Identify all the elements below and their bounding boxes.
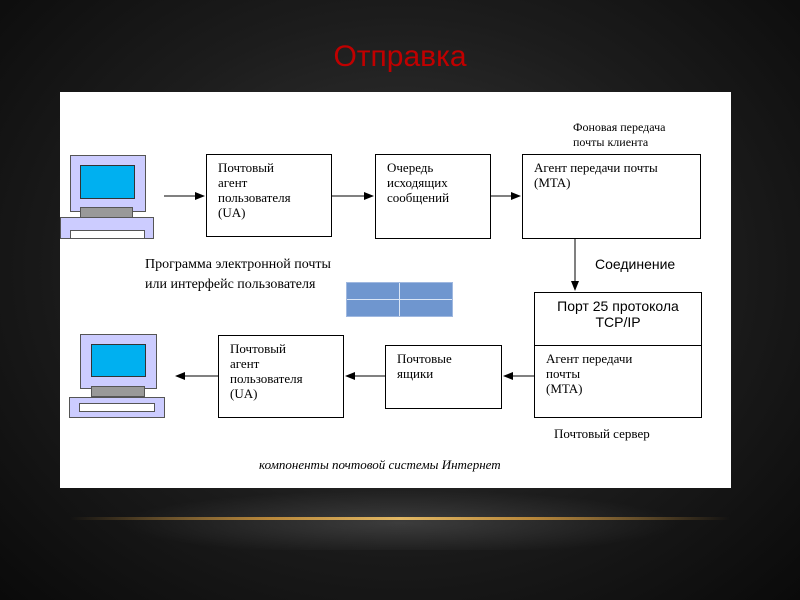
label-line: Программа электронной почты <box>145 257 331 272</box>
box-line: (UA) <box>218 205 246 220</box>
diagram-caption: компоненты почтовой системы Интернет <box>259 457 501 472</box>
box-line: Порт 25 протокола <box>557 298 679 314</box>
box-line: пользователя <box>230 371 303 386</box>
connection-label: Соединение <box>595 256 676 272</box>
box-line: Почтовый <box>218 160 274 175</box>
box-line: ящики <box>397 366 434 381</box>
server-mta-box: Агент передачи почты (MTA) <box>534 345 702 418</box>
bottom-glow <box>120 490 680 550</box>
box-line: агент <box>218 175 248 190</box>
program-label: Программа электронной почты или интерфей… <box>145 255 331 295</box>
outgoing-queue-box: Очередь исходящих сообщений <box>375 154 491 239</box>
arrows-layer <box>164 192 579 380</box>
receiver-user-agent-box: Почтовый агент пользователя (UA) <box>218 335 344 418</box>
sender-user-agent-box: Почтовый агент пользователя (UA) <box>206 154 332 237</box>
mailboxes-box: Почтовые ящики <box>385 345 502 409</box>
mail-server-label: Почтовый сервер <box>554 426 650 441</box>
box-line: почты <box>546 366 581 381</box>
slide-title: Отправка <box>333 40 467 73</box>
box-line: исходящих <box>387 175 448 190</box>
diagram-panel: Почтовый агент пользователя (UA) Очередь… <box>60 92 731 488</box>
label-line: Фоновая передача <box>573 120 666 134</box>
box-line: Почтовый <box>230 341 286 356</box>
bottom-glow-line <box>70 517 730 520</box>
box-line: Агент передачи <box>546 351 633 366</box>
box-line: (UA) <box>230 386 258 401</box>
box-line: Очередь <box>387 160 434 175</box>
label-line: почты клиента <box>573 135 649 149</box>
box-line: сообщений <box>387 190 450 205</box>
box-line: пользователя <box>218 190 291 205</box>
box-line: Почтовые <box>397 351 452 366</box>
label-line: или интерфейс пользователя <box>145 277 316 292</box>
box-line: (MTA) <box>534 175 571 190</box>
box-line: Агент передачи почты <box>534 160 658 175</box>
box-line: TCP/IP <box>595 314 641 330</box>
client-background-label: Фоновая передача почты клиента <box>573 120 665 150</box>
box-line: (MTA) <box>546 381 583 396</box>
port-25-box: Порт 25 протокола TCP/IP <box>534 292 702 346</box>
box-line: агент <box>230 356 260 371</box>
table-grid-icon <box>346 282 453 317</box>
client-mta-box: Агент передачи почты (MTA) <box>522 154 701 239</box>
